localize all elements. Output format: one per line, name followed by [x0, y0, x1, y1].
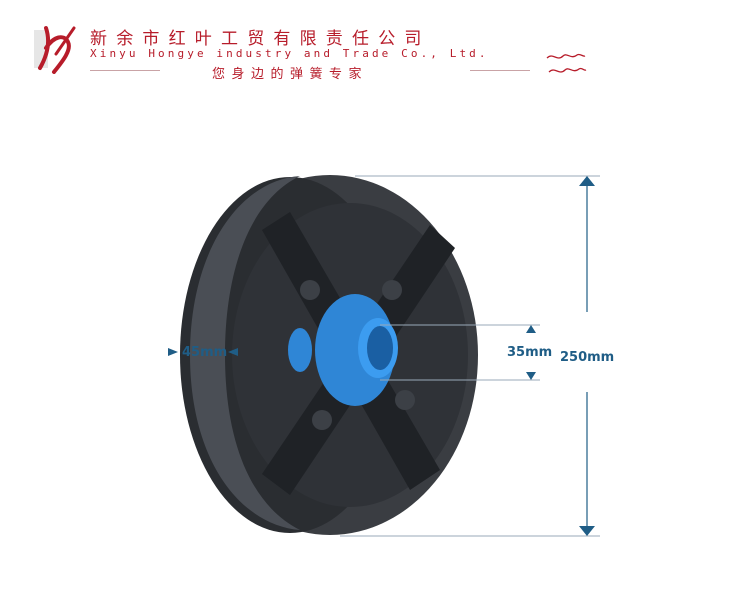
bore-dimension-label: 35mm — [507, 345, 553, 360]
width-arrow-right — [228, 348, 238, 356]
diameter-arrow-top — [579, 176, 595, 186]
bore-arrow-top — [526, 325, 536, 333]
width-arrow-left — [168, 348, 178, 356]
company-logo — [34, 26, 76, 74]
divider-right — [470, 70, 530, 71]
hub-back-blue — [288, 328, 312, 372]
divider-left — [90, 70, 160, 71]
diameter-arrow-bottom — [579, 526, 595, 536]
wheel-rim-edge — [190, 176, 300, 530]
handwritten-signature — [546, 53, 587, 73]
width-dimension-label: 45mm — [182, 345, 228, 360]
slogan: 您身边的弹簧专家 — [212, 67, 369, 82]
diameter-dimension-label: 250mm — [560, 350, 615, 365]
hub-bore — [367, 326, 393, 370]
brand-header: 新余市红叶工贸有限责任公司 Xinyu Hongye industry and … — [0, 0, 729, 90]
company-name-en: Xinyu Hongye industry and Trade Co., Ltd… — [90, 47, 489, 60]
company-name-cn: 新余市红叶工贸有限责任公司 — [90, 29, 431, 49]
bore-arrow-bottom — [526, 372, 536, 380]
